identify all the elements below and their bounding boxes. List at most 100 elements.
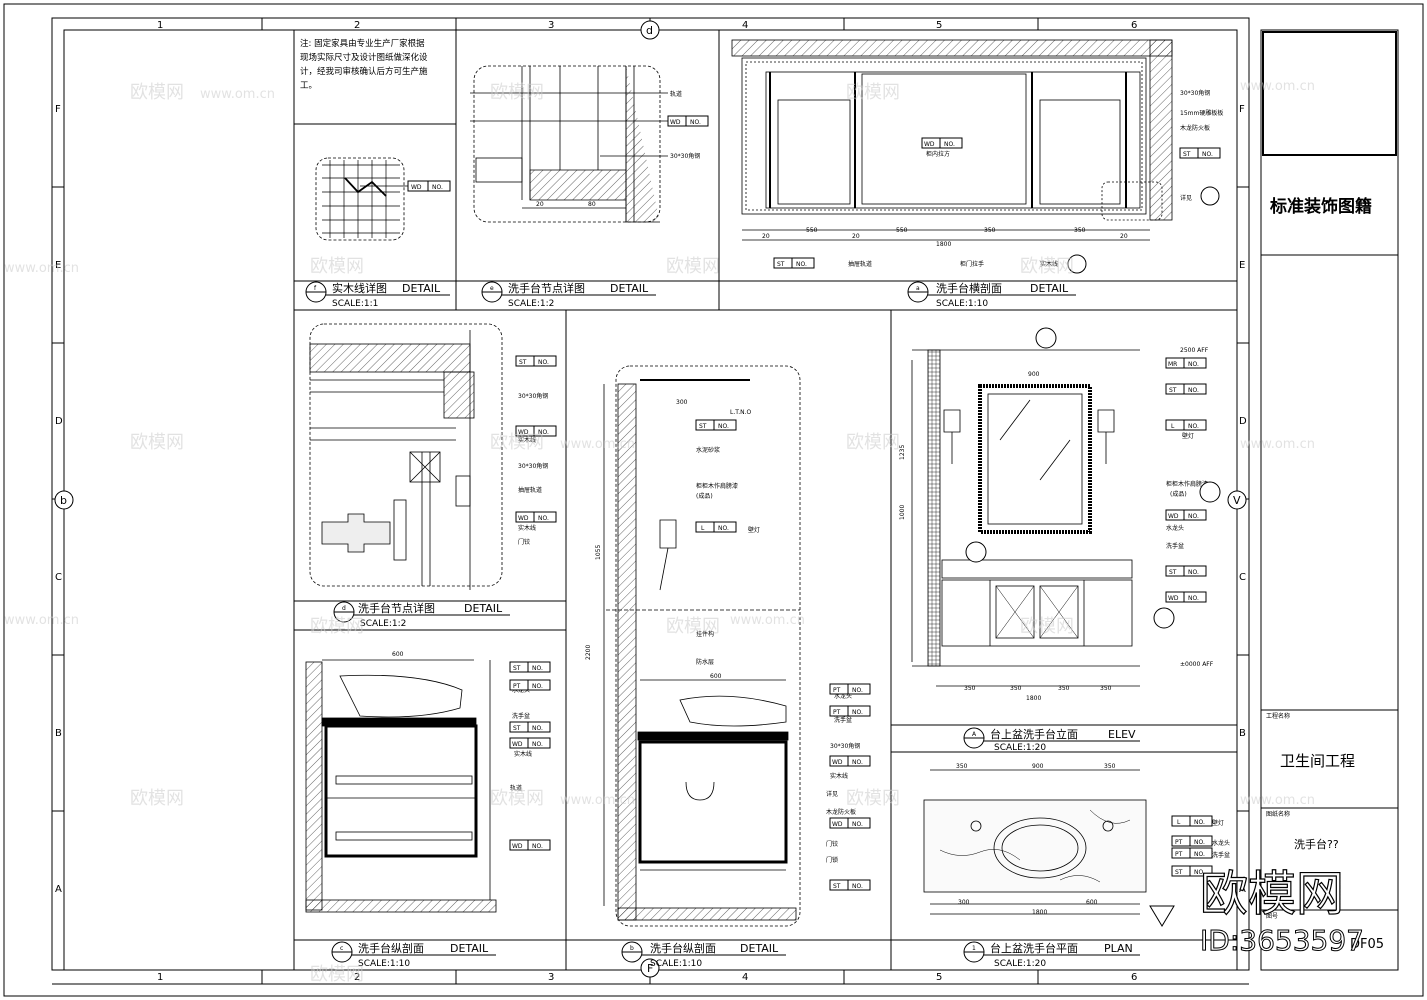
svg-text:ST: ST xyxy=(519,359,527,366)
svg-text:欧模网: 欧模网 xyxy=(130,788,184,809)
svg-text:SCALE:1:1: SCALE:1:1 xyxy=(332,299,378,309)
row-ticks xyxy=(52,186,1249,812)
svg-text:DETAIL: DETAIL xyxy=(402,282,441,295)
svg-text:SCALE:1:2: SCALE:1:2 xyxy=(360,619,406,629)
svg-text:a: a xyxy=(916,285,920,292)
svg-text:350: 350 xyxy=(1010,685,1022,692)
svg-text:WD: WD xyxy=(1168,595,1179,602)
detail-1-labels: 350 900 350 300 600 1800 壁灯 水龙头 洗手盆 xyxy=(956,763,1230,916)
svg-text:NO.: NO. xyxy=(538,359,549,366)
svg-text:c: c xyxy=(340,945,343,952)
svg-text:ST: ST xyxy=(777,261,785,268)
svg-text:WD: WD xyxy=(512,843,523,850)
svg-text:SCALE:1:10: SCALE:1:10 xyxy=(936,299,988,309)
svg-text:SCALE:1:20: SCALE:1:20 xyxy=(994,743,1046,753)
svg-text:图号: 图号 xyxy=(1266,913,1278,920)
panel-title-c: c 洗手台纵剖面 DETAIL SCALE:1:10 xyxy=(331,941,496,969)
svg-text:工。: 工。 xyxy=(300,81,317,91)
svg-text:NO.: NO. xyxy=(1188,423,1199,430)
svg-text:550: 550 xyxy=(896,227,908,234)
svg-text:ST: ST xyxy=(833,883,841,890)
svg-text:欧模网: 欧模网 xyxy=(1020,616,1074,637)
svg-text:欧模网: 欧模网 xyxy=(666,256,720,277)
svg-text:www.om.cn: www.om.cn xyxy=(1240,437,1315,452)
svg-text:NO.: NO. xyxy=(852,759,863,766)
svg-text:A: A xyxy=(55,884,62,895)
svg-text:e: e xyxy=(490,285,494,292)
svg-text:欧模网: 欧模网 xyxy=(130,432,184,453)
svg-text:详见: 详见 xyxy=(826,790,838,798)
svg-text:20: 20 xyxy=(852,233,860,240)
svg-text:PLAN: PLAN xyxy=(1104,942,1133,955)
svg-text:柜柜木作肩膀漆: 柜柜木作肩膀漆 xyxy=(696,482,738,490)
svg-text:(成品): (成品) xyxy=(696,492,713,500)
svg-text:门锁: 门锁 xyxy=(826,856,838,864)
svg-text:柜柜木作肩膀漆: 柜柜木作肩膀漆 xyxy=(1166,480,1208,488)
svg-text:实木线: 实木线 xyxy=(518,524,536,532)
svg-text:NO.: NO. xyxy=(852,709,863,716)
svg-text:DETAIL: DETAIL xyxy=(740,942,779,955)
svg-text:计，经我司审核确认后方可生产施: 计，经我司审核确认后方可生产施 xyxy=(300,66,428,77)
svg-text:木龙防火板: 木龙防火板 xyxy=(826,808,856,816)
watermarks: 欧模网 欧模网 欧模网 欧模网 欧模网 欧模网 欧模网 欧模网 欧模网 欧模网 … xyxy=(4,79,1315,985)
svg-text:欧模网: 欧模网 xyxy=(310,256,364,277)
panel-title-A: A 台上盆洗手台立面 ELEV SCALE:1:20 xyxy=(963,727,1140,753)
svg-text:抽屉轨道: 抽屉轨道 xyxy=(518,486,542,494)
svg-text:洗手台节点详图: 洗手台节点详图 xyxy=(508,281,585,295)
svg-text:水龙头: 水龙头 xyxy=(834,692,852,700)
svg-text:350: 350 xyxy=(984,227,996,234)
svg-text:550: 550 xyxy=(806,227,818,234)
svg-text:30*30角钢: 30*30角钢 xyxy=(830,742,860,750)
svg-text:L: L xyxy=(1171,423,1175,430)
svg-text:洗手台节点详图: 洗手台节点详图 xyxy=(358,601,435,615)
svg-text:L: L xyxy=(701,525,705,532)
svg-text:3: 3 xyxy=(548,972,554,983)
svg-text:V: V xyxy=(1233,494,1241,507)
svg-text:4: 4 xyxy=(742,972,748,983)
svg-text:350: 350 xyxy=(956,763,968,770)
svg-text:欧模网: 欧模网 xyxy=(666,616,720,637)
svg-text:ID:3653597: ID:3653597 xyxy=(1200,924,1364,957)
svg-text:水龙头: 水龙头 xyxy=(1212,839,1230,847)
svg-text:NO.: NO. xyxy=(1194,819,1205,826)
svg-text:300: 300 xyxy=(958,899,970,906)
detail-d-drawing xyxy=(309,323,503,590)
svg-text:NO.: NO. xyxy=(852,821,863,828)
svg-text:NO.: NO. xyxy=(1188,569,1199,576)
svg-text:www.om.cn: www.om.cn xyxy=(560,793,635,808)
svg-text:防水层: 防水层 xyxy=(696,658,714,666)
svg-text:PT: PT xyxy=(833,709,841,716)
svg-text:D: D xyxy=(1239,416,1247,427)
svg-text:600: 600 xyxy=(392,651,404,658)
tag-d-st1: ST NO. xyxy=(515,355,557,367)
svg-text:F: F xyxy=(55,104,61,115)
svg-text:NO.: NO. xyxy=(718,525,729,532)
svg-text:欧模网: 欧模网 xyxy=(846,432,900,453)
svg-text:1: 1 xyxy=(972,945,976,952)
svg-text:www.om.cn: www.om.cn xyxy=(200,87,275,102)
svg-text:ST: ST xyxy=(1169,387,1177,394)
svg-text:6: 6 xyxy=(1131,972,1137,983)
svg-text:2: 2 xyxy=(354,20,360,31)
detail-A-drawing xyxy=(911,349,1140,687)
svg-text:b: b xyxy=(60,494,67,507)
svg-text:DF05: DF05 xyxy=(1350,937,1384,952)
svg-text:NO.: NO. xyxy=(852,687,863,694)
svg-text:欧模网: 欧模网 xyxy=(1020,256,1074,277)
svg-text:WD: WD xyxy=(670,119,681,126)
svg-text:欧模网: 欧模网 xyxy=(1200,866,1344,922)
svg-text:L.T.N.O: L.T.N.O xyxy=(730,409,752,416)
svg-text:2: 2 xyxy=(354,972,360,983)
row-letters: FE DC BA FE DC BA xyxy=(55,104,1247,895)
svg-text:A: A xyxy=(1239,884,1246,895)
svg-text:轨道: 轨道 xyxy=(670,90,682,98)
svg-text:1235: 1235 xyxy=(899,445,906,460)
svg-text:欧模网: 欧模网 xyxy=(846,788,900,809)
svg-text:现场实际尺寸及设计图纸做深化设: 现场实际尺寸及设计图纸做深化设 xyxy=(300,52,428,63)
svg-text:www.om.cn: www.om.cn xyxy=(1240,793,1315,808)
svg-text:d: d xyxy=(342,605,346,612)
outer-frame xyxy=(3,3,1424,997)
detail-b-drawing xyxy=(603,365,801,927)
svg-text:洗手盆: 洗手盆 xyxy=(834,716,852,724)
